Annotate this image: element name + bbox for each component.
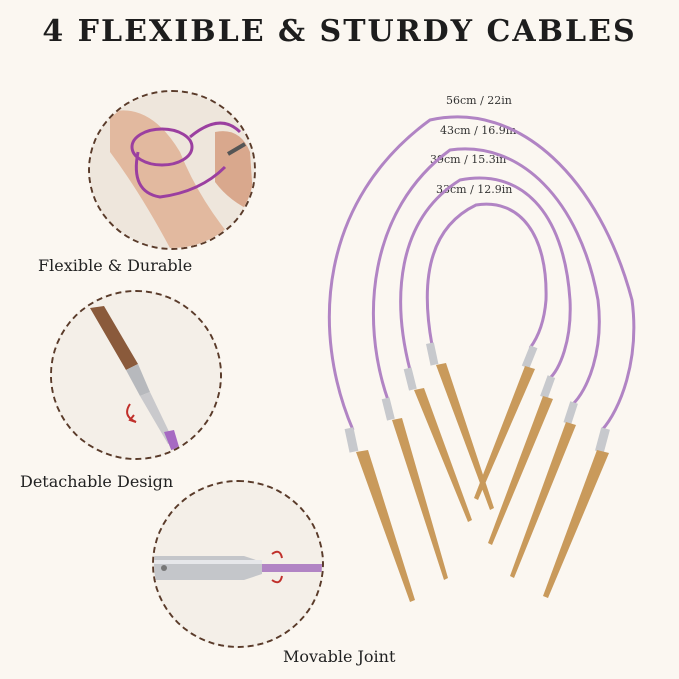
flexible-feature-circle xyxy=(88,90,256,250)
detachable-design-caption: Detachable Design xyxy=(20,472,174,491)
needle-43cm xyxy=(371,147,601,580)
movable-joint-caption: Movable Joint xyxy=(283,647,396,666)
size-label-39cm: 39cm / 15.3in xyxy=(430,153,506,166)
detachable-feature-circle xyxy=(50,290,222,460)
size-label-33cm: 33cm / 12.9in xyxy=(436,183,512,196)
page-title: 4 FLEXIBLE & STURDY CABLES xyxy=(42,14,637,49)
detach-needle-icon xyxy=(52,292,220,458)
movable-joint-feature-circle xyxy=(152,480,324,648)
size-label-43cm: 43cm / 16.9in xyxy=(440,124,516,137)
swivel-joint-icon xyxy=(154,482,322,646)
flexible-durable-caption: Flexible & Durable xyxy=(38,256,193,275)
needle-33cm xyxy=(425,202,548,510)
circular-needles-illustration: 56cm / 22in 43cm / 16.9in 39cm / 15.3in … xyxy=(327,94,636,602)
needle-56cm xyxy=(327,115,636,602)
size-label-56cm: 56cm / 22in xyxy=(446,94,512,107)
finger-wrapped-cable-icon xyxy=(90,92,254,248)
needle-39cm xyxy=(399,176,572,545)
